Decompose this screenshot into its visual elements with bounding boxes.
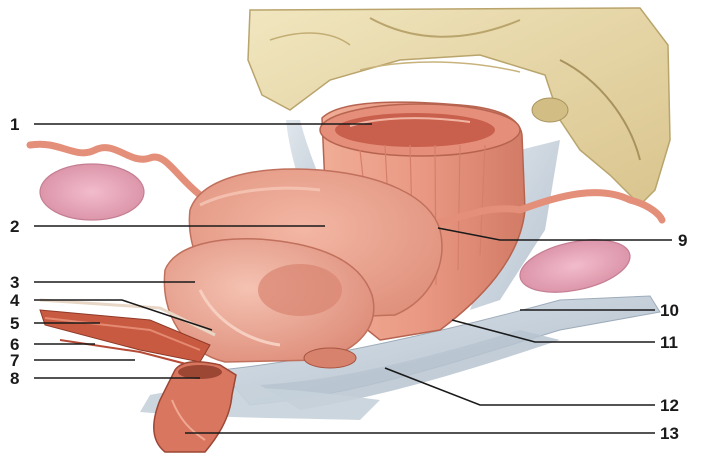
- callout-label-8: 8: [10, 369, 19, 388]
- perineal-body: [304, 348, 356, 368]
- callout-label-11: 11: [660, 333, 678, 352]
- callout-label-13: 13: [660, 424, 679, 443]
- callout-label-5: 5: [10, 314, 19, 333]
- callout-label-2: 2: [10, 217, 19, 236]
- callout-label-7: 7: [10, 351, 19, 370]
- urethra: [154, 362, 236, 452]
- callout-label-12: 12: [660, 396, 679, 415]
- callout-label-9: 9: [678, 231, 687, 250]
- callout-label-1: 1: [10, 115, 19, 134]
- callout-label-3: 3: [10, 273, 19, 292]
- callout-label-10: 10: [660, 301, 679, 320]
- callout-label-4: 4: [10, 291, 20, 310]
